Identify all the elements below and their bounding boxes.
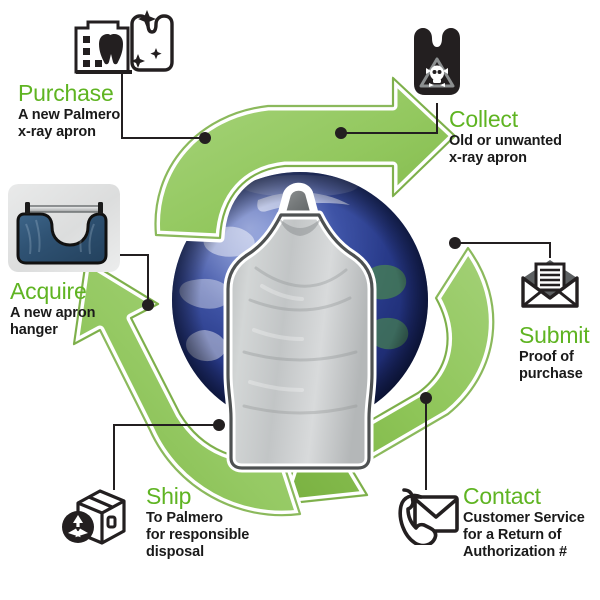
desc-line: x-ray apron xyxy=(449,150,527,166)
connector-submit xyxy=(455,242,551,258)
callout-ship: Ship To Palmero for responsible disposal xyxy=(146,483,249,561)
phone-envelope-icon xyxy=(398,488,459,545)
hazard-apron-icon xyxy=(414,28,460,95)
blue-apron-hanger-photo xyxy=(8,184,120,272)
desc-line: A new apron xyxy=(10,305,96,321)
earth-globe xyxy=(172,172,428,434)
step-title-acquire: Acquire xyxy=(10,278,87,304)
connector-dots xyxy=(142,127,461,431)
desc-line: A new Palmero xyxy=(18,107,121,123)
step-title-contact: Contact xyxy=(463,483,541,509)
callout-submit: Submit Proof of purchase xyxy=(519,322,590,383)
desc-line: To Palmero xyxy=(146,510,223,526)
recycling-arrow-left xyxy=(69,255,305,520)
step-desc-acquire: A new apron hanger xyxy=(10,305,95,339)
step-desc-ship: To Palmero for responsible disposal xyxy=(146,510,249,561)
dot-collect xyxy=(335,127,347,139)
desc-line: purchase xyxy=(519,366,583,382)
step-title-collect: Collect xyxy=(449,106,518,132)
callout-collect: Collect Old or unwanted x-ray apron xyxy=(449,106,562,167)
dot-acquire xyxy=(142,299,154,311)
connector-purchase xyxy=(121,72,205,139)
sparkle-group xyxy=(131,10,162,68)
callout-acquire: Acquire A new apron hanger xyxy=(10,278,95,339)
connector-acquire xyxy=(118,254,149,305)
desc-line: Authorization # xyxy=(463,544,568,560)
desc-line: Customer Service xyxy=(463,510,585,526)
desc-line: hanger xyxy=(10,322,58,338)
gray-xray-apron xyxy=(223,182,377,473)
step-desc-purchase: A new Palmero x-ray apron xyxy=(18,107,120,141)
step-desc-contact: Customer Service for a Return of Authori… xyxy=(463,510,585,561)
skull-icon xyxy=(426,65,448,87)
callout-purchase: Purchase A new Palmero x-ray apron xyxy=(18,80,120,141)
desc-line: Proof of xyxy=(519,349,574,365)
dental-office-new-apron-icon xyxy=(74,10,174,74)
step-title-ship: Ship xyxy=(146,483,192,509)
step-title-purchase: Purchase xyxy=(18,80,114,106)
recycle-shipping-box-icon xyxy=(62,489,126,545)
recycling-arrow-right xyxy=(277,243,498,509)
desc-line: x-ray apron xyxy=(18,124,96,140)
recycling-arrow-top xyxy=(151,73,460,243)
step-desc-submit: Proof of purchase xyxy=(519,349,589,383)
connector-ship xyxy=(113,424,219,490)
open-envelope-document-icon xyxy=(521,260,579,308)
desc-line: disposal xyxy=(146,544,205,560)
desc-line: for a Return of xyxy=(463,527,562,543)
step-desc-collect: Old or unwanted x-ray apron xyxy=(449,133,562,167)
dot-ship xyxy=(213,419,225,431)
dot-purchase xyxy=(199,132,211,144)
dot-submit xyxy=(449,237,461,249)
callout-contact: Contact Customer Service for a Return of… xyxy=(463,483,585,561)
recycle-badge-icon xyxy=(62,511,94,543)
dot-contact xyxy=(420,392,432,404)
desc-line: Old or unwanted xyxy=(449,133,562,149)
step-title-submit: Submit xyxy=(519,322,590,348)
connector-collect xyxy=(341,103,438,134)
desc-line: for responsible xyxy=(146,527,250,543)
